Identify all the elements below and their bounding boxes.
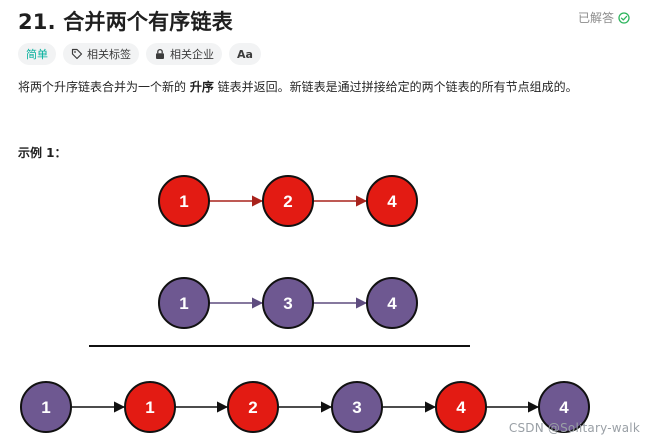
desc-emphasis: 升序 bbox=[189, 80, 214, 94]
problem-description: 将两个升序链表合并为一个新的 升序 链表并返回。新链表是通过拼接给定的两个链表的… bbox=[18, 78, 578, 95]
merged-node: 4 bbox=[435, 381, 487, 433]
list1-node: 1 bbox=[158, 175, 210, 227]
list2-node: 4 bbox=[366, 277, 418, 329]
node-circle bbox=[20, 381, 72, 433]
example-heading: 示例 1： bbox=[18, 146, 67, 160]
merged-node: 3 bbox=[331, 381, 383, 433]
node-value: 1 bbox=[179, 192, 188, 211]
list2-node: 1 bbox=[158, 277, 210, 329]
list1-node: 4 bbox=[366, 175, 418, 227]
merged-node: 1 bbox=[124, 381, 176, 433]
node-value: 1 bbox=[41, 398, 50, 417]
related-companies-label: 相关企业 bbox=[170, 48, 214, 61]
related-companies-button[interactable]: 相关企业 bbox=[146, 43, 222, 65]
related-tags-label: 相关标签 bbox=[87, 48, 131, 61]
node-value: 1 bbox=[179, 294, 188, 313]
solved-status: 已解答 bbox=[578, 9, 630, 26]
node-circle bbox=[158, 277, 210, 329]
font-size-icon: Aa bbox=[237, 47, 253, 61]
node-circle bbox=[538, 381, 590, 433]
lock-icon bbox=[156, 48, 164, 59]
node-circle bbox=[435, 381, 487, 433]
node-value: 2 bbox=[283, 192, 292, 211]
check-circle-icon bbox=[618, 11, 630, 24]
merged-node: 2 bbox=[227, 381, 279, 433]
node-value: 2 bbox=[248, 398, 257, 417]
node-circle bbox=[124, 381, 176, 433]
list1-node: 2 bbox=[262, 175, 314, 227]
difficulty-badge[interactable]: 简单 bbox=[18, 43, 56, 65]
watermark: CSDN @Solitary-walk bbox=[508, 421, 640, 435]
list2-node: 3 bbox=[262, 277, 314, 329]
desc-text-2: 链表并返回。新链表是通过拼接给定的两个链表的所有节点组成的。 bbox=[213, 80, 578, 94]
node-circle bbox=[366, 175, 418, 227]
problem-title: 21. 合并两个有序链表 bbox=[18, 10, 233, 34]
merged-node: 1 bbox=[20, 381, 72, 433]
related-tags-button[interactable]: 相关标签 bbox=[63, 43, 139, 65]
node-circle bbox=[227, 381, 279, 433]
node-value: 3 bbox=[283, 294, 292, 313]
solved-label: 已解答 bbox=[577, 11, 614, 25]
node-circle bbox=[158, 175, 210, 227]
node-circle bbox=[331, 381, 383, 433]
tag-bar: 简单 相关标签 相关企业 Aa bbox=[18, 43, 261, 65]
node-value: 4 bbox=[559, 398, 569, 417]
tag-icon bbox=[71, 48, 83, 60]
node-value: 1 bbox=[145, 398, 154, 417]
node-value: 4 bbox=[387, 294, 397, 313]
node-value: 4 bbox=[456, 398, 466, 417]
merged-node: 4 bbox=[538, 381, 590, 433]
font-size-button[interactable]: Aa bbox=[229, 43, 261, 65]
node-value: 3 bbox=[352, 398, 361, 417]
difficulty-label: 简单 bbox=[26, 48, 48, 61]
node-circle bbox=[262, 277, 314, 329]
node-circle bbox=[262, 175, 314, 227]
node-circle bbox=[366, 277, 418, 329]
desc-text-1: 将两个升序链表合并为一个新的 bbox=[18, 80, 190, 94]
node-value: 4 bbox=[387, 192, 397, 211]
